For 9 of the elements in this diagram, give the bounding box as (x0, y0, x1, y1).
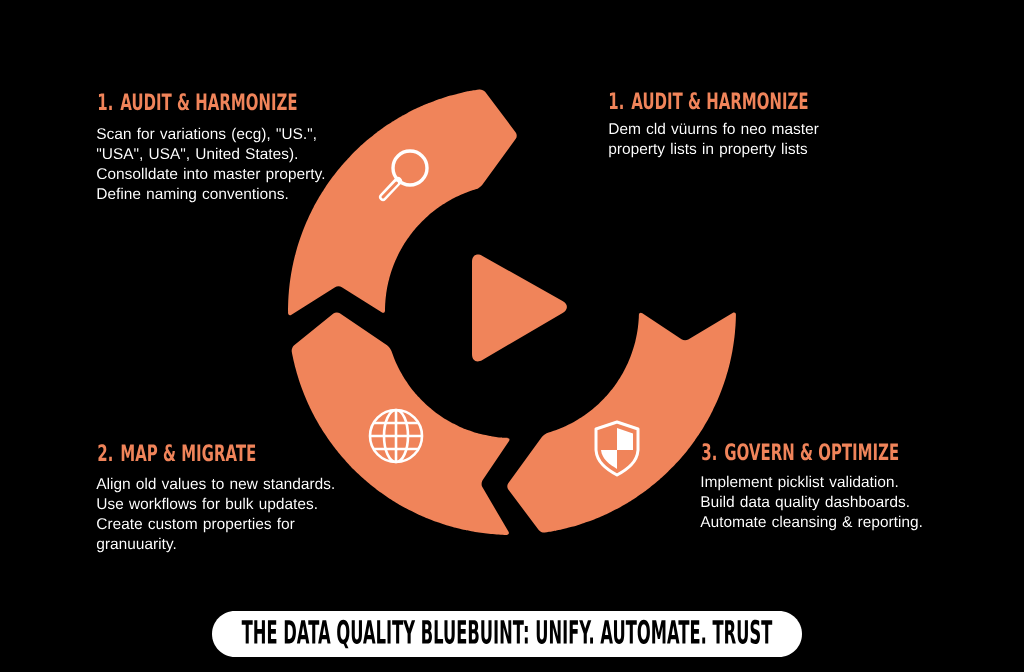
step-description: Dem cld vüurns fo neo master property lists in property lists (609, 122, 819, 158)
step-heading: 1. AUDIT & HARMONIZE (609, 92, 808, 110)
step-heading: 1. AUDIT & HARMONIZE (98, 93, 297, 111)
step-description: Scan for variations (ecg), "US.", "USA", USA", United States). Consolldate into master property. Define naming conventions. (96, 127, 325, 203)
step-description: Align old values to new standards. Use workflows for bulk updates. Create custom properties for granuuarity. (96, 477, 334, 553)
step-heading: 2. MAP & MIGRATE (98, 444, 256, 462)
step-heading: 3. GOVERN & OPTIMIZE (702, 443, 899, 461)
step-description: Implement picklist validation. Build data quality dashboards. Automate cleansing & reporting. (700, 475, 922, 531)
title-banner: THE DATA QUALITY BLUEBUINT: UNIFY. AUTOMATE. TRUST (212, 611, 802, 657)
